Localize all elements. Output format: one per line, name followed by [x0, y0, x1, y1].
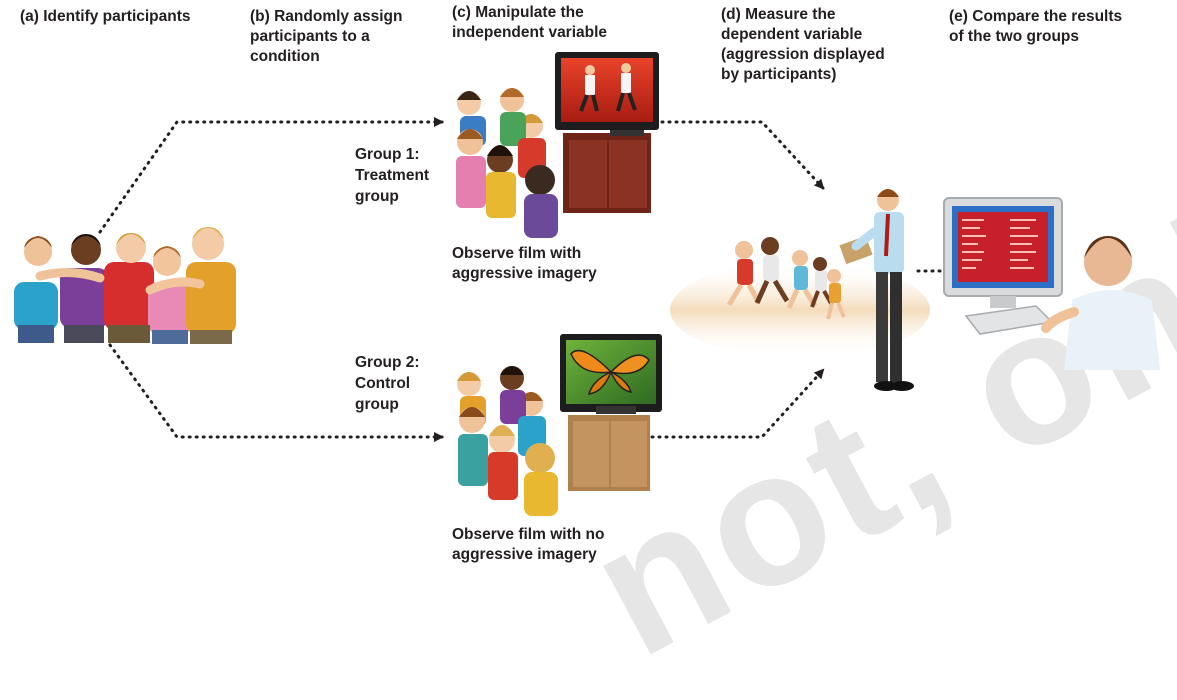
analyst-figure — [1041, 236, 1160, 370]
control-tv-figure — [560, 334, 662, 491]
arrow-treatment-to-measure — [660, 120, 825, 190]
experiment-illustration — [14, 52, 1160, 516]
participants-group-figure — [14, 227, 236, 344]
control-caption: Observe film with no aggressive imagery — [452, 526, 605, 563]
computer-figure — [943, 197, 1063, 335]
treatment-caption: Observe film with aggressive imagery — [452, 245, 597, 282]
treatment-tv-figure — [555, 52, 659, 213]
playground-scene-figure — [670, 237, 930, 358]
arrow-to-control — [108, 343, 444, 442]
group2-label: Group 2: Control group — [355, 354, 420, 413]
step-d-label: (d) Measure the dependent variable (aggr… — [721, 6, 885, 83]
step-e-label: (e) Compare the results of the two group… — [949, 8, 1123, 45]
flow-arrows — [98, 117, 944, 442]
researcher-figure — [839, 189, 914, 391]
control-children-figure — [457, 366, 558, 516]
step-c-label: (c) Manipulate the independent variable — [452, 4, 608, 41]
arrow-to-treatment — [98, 117, 444, 234]
step-b-label: (b) Randomly assign participants to a co… — [250, 8, 403, 65]
group1-label: Group 1: Treatment group — [355, 146, 430, 205]
treatment-children-figure — [456, 88, 558, 238]
step-a-label: (a) Identify participants — [20, 8, 191, 25]
arrow-control-to-measure — [650, 368, 825, 439]
